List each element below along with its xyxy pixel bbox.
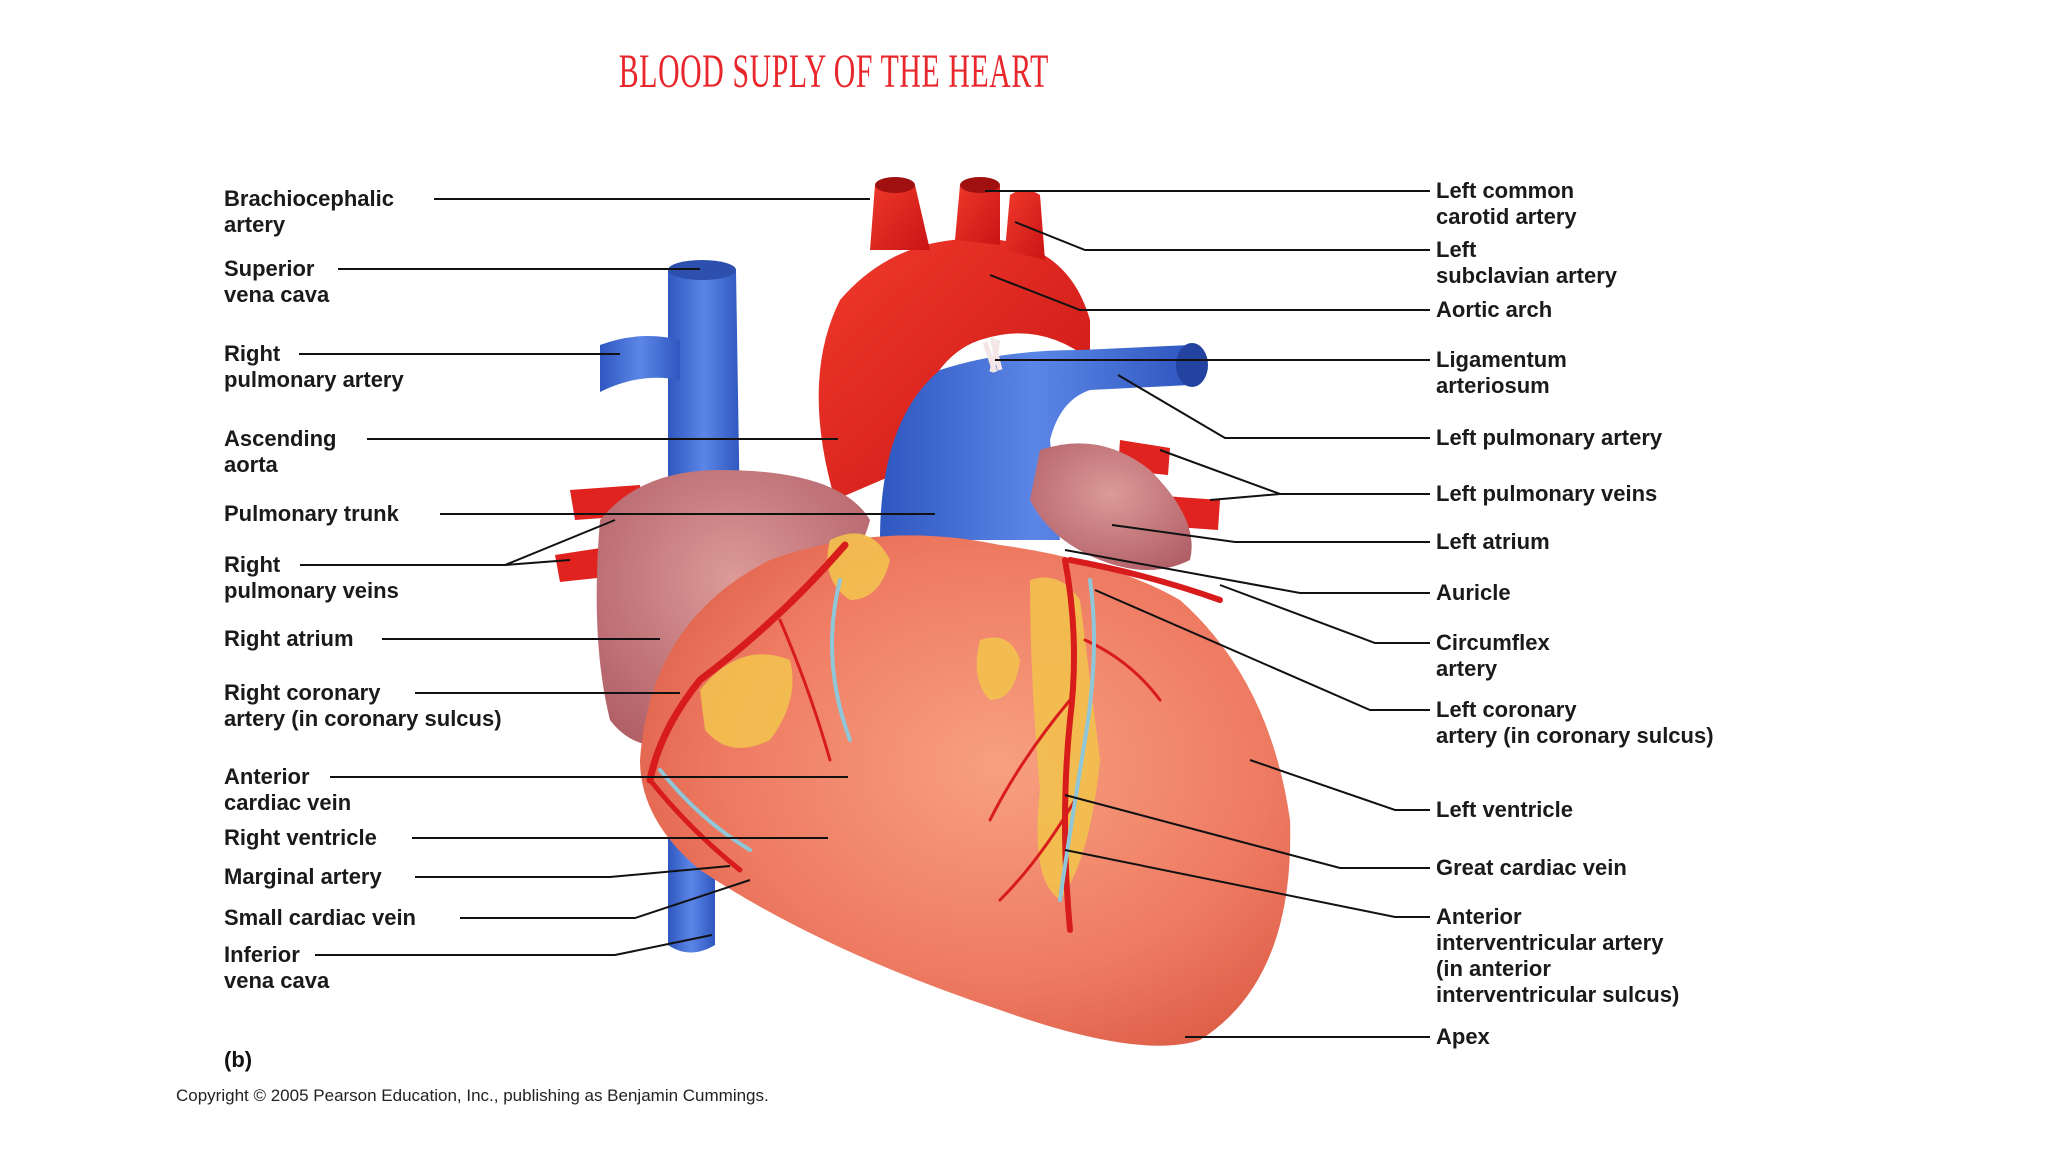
ligamentum-arteriosum-shape (982, 337, 1003, 373)
label-circumflex-artery: Circumflex artery (1436, 630, 1550, 681)
label-right-pulmonary-artery: Right pulmonary artery (224, 341, 404, 392)
label-marginal-artery: Marginal artery (224, 864, 382, 889)
figure-letter: (b) (224, 1047, 253, 1072)
label-brachiocephalic-artery: Brachiocephalic artery (224, 186, 394, 237)
leader-lines (299, 190, 1430, 1038)
label-right-ventricle: Right ventricle (224, 825, 377, 850)
left-pulmonary-artery-opening (1176, 343, 1208, 387)
left-atrium-shape (1030, 443, 1192, 570)
label-right-coronary-artery: Right coronary artery (in coronary sulcu… (224, 680, 502, 731)
label-ascending-aorta: Ascending aorta (224, 426, 337, 477)
label-left-ventricle: Left ventricle (1436, 797, 1573, 822)
great-cardiac-vein-shape (1058, 578, 1096, 902)
label-left-pulmonary-artery: Left pulmonary artery (1436, 425, 1663, 450)
label-apex: Apex (1436, 1024, 1490, 1049)
svc-opening (668, 260, 736, 280)
marginal-artery-shape (647, 777, 743, 873)
anterior-cardiac-vein-shape (830, 578, 852, 742)
label-superior-vena-cava: Superior vena cava (224, 256, 330, 307)
pulmonary-trunk-shape (880, 345, 1190, 540)
left-carotid-artery-shape (955, 178, 1000, 245)
cardiac-veins (658, 578, 1096, 902)
label-left-subclavian-artery: Left subclavian artery (1436, 237, 1617, 288)
label-left-atrium: Left atrium (1436, 529, 1550, 554)
brachiocephalic-artery-shape (870, 177, 930, 250)
superior-vena-cava-shape (668, 264, 740, 520)
small-cardiac-vein-shape (658, 768, 752, 852)
copyright-notice: Copyright © 2005 Pearson Education, Inc.… (176, 1086, 769, 1105)
label-pulmonary-trunk: Pulmonary trunk (224, 501, 399, 526)
label-inferior-vena-cava: Inferior vena cava (224, 942, 330, 993)
right-pulmonary-artery-shape (600, 336, 680, 392)
right-coronary-artery-shape (646, 541, 849, 784)
label-anterior-interventricular-artery: Anterior interventricular artery (in ant… (1436, 904, 1680, 1007)
label-left-pulmonary-veins: Left pulmonary veins (1436, 481, 1658, 506)
label-anterior-cardiac-vein: Anterior cardiac vein (224, 764, 352, 815)
label-right-pulmonary-veins: Right pulmonary veins (224, 552, 399, 603)
label-great-cardiac-vein: Great cardiac vein (1436, 855, 1627, 880)
label-aortic-arch: Aortic arch (1436, 297, 1553, 322)
circumflex-artery-shape (1067, 557, 1223, 603)
ventricles-shape (640, 535, 1291, 1046)
label-small-cardiac-vein: Small cardiac vein (224, 905, 416, 930)
label-left-coronary-artery: Left coronary artery (in coronary sulcus… (1436, 697, 1714, 748)
label-left-common-carotid-artery: Left common carotid artery (1436, 178, 1577, 229)
label-right-atrium: Right atrium (224, 626, 354, 651)
label-auricle: Auricle (1436, 580, 1511, 605)
label-ligamentum-arteriosum: Ligamentum arteriosum (1436, 347, 1567, 398)
aortic-arch-shape (818, 238, 1090, 500)
